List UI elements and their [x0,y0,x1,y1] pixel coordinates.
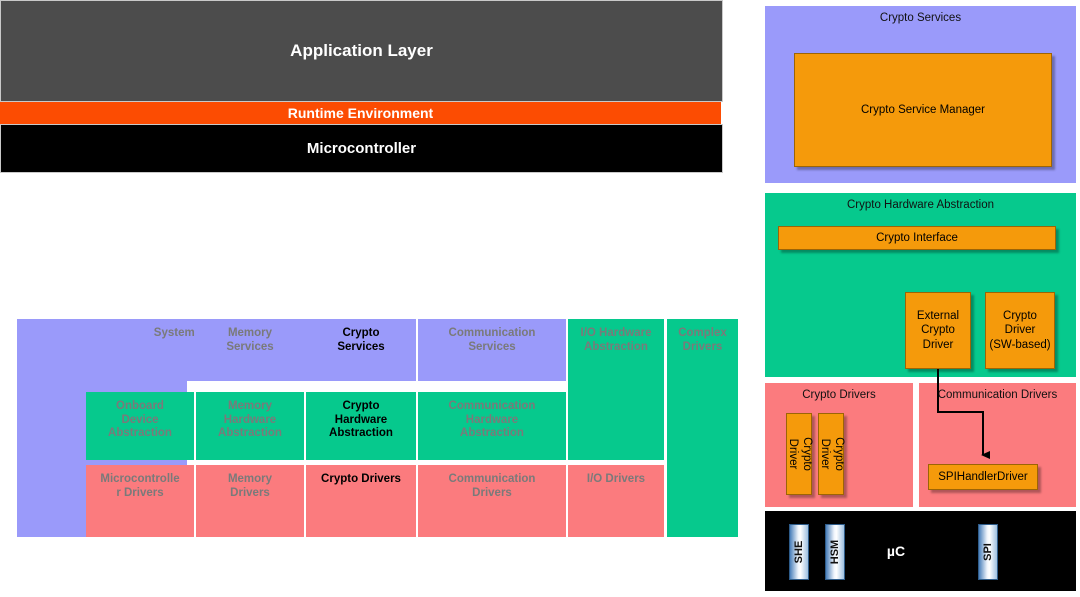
microcontroller-bar: Microcontroller [0,124,723,173]
panel-title: Communication Drivers [937,389,1058,401]
chip-spi: SPI [978,524,998,580]
microcontroller-label: Microcontroller [306,140,417,157]
panel-title: Crypto Services [879,12,962,24]
crypto-service-manager-box: Crypto Service Manager [794,53,1052,167]
panel-title: Crypto Hardware Abstraction [846,199,994,211]
runtime-environment-label: Runtime Environment [287,105,434,121]
chip-label: HSM [829,539,841,565]
bsw-block-crypto-drivers: Crypto Drivers [306,465,416,537]
box-label: Crypto Interface [876,231,958,244]
box-label: Crypto Service Manager [861,103,985,116]
runtime-environment-bar: Runtime Environment [0,102,721,124]
panel-microcontroller [765,511,1076,591]
spi-handler-driver-box: SPIHandlerDriver [928,464,1038,490]
bsw-block-label: Crypto Drivers [321,473,401,485]
chip-she: SHE [789,524,809,580]
box-label: SPIHandlerDriver [938,470,1028,483]
microcontroller-uc-label: µC [886,543,906,559]
panel-title: Crypto Drivers [802,389,876,401]
application-layer-bar: Application Layer [0,0,723,102]
application-layer-label: Application Layer [290,41,433,60]
bsw-block-io-drivers: I/O Drivers [568,465,664,537]
chip-label: SPI [982,543,994,561]
crypto-interface-box: Crypto Interface [778,226,1056,250]
bsw-block-label: I/O Drivers [586,473,646,485]
chip-hsm: HSM [825,524,845,580]
chip-label: SHE [793,540,805,564]
